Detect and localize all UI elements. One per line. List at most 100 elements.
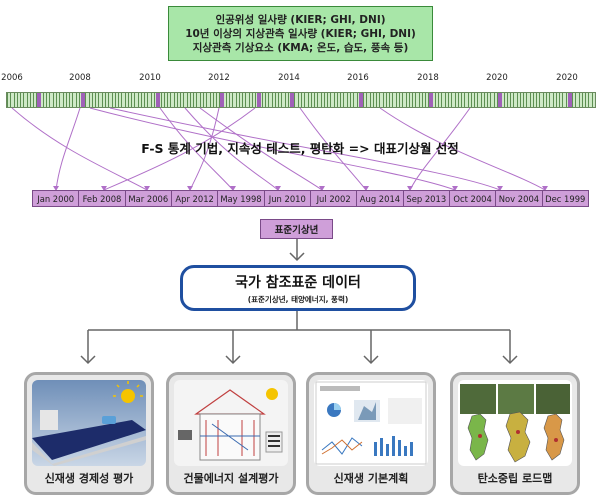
ruler-tick <box>105 93 106 107</box>
ruler-tick <box>196 93 197 107</box>
ruler-tick <box>513 93 514 107</box>
application-caption: 건물에너지 설계평가 <box>169 470 293 486</box>
ruler-tick <box>112 93 113 107</box>
ruler-tick <box>575 93 576 107</box>
method-description: F-S 통계 기법, 지속성 테스트, 평탄화 => 대표기상월 선정 <box>0 138 600 157</box>
ruler-tick <box>190 93 191 107</box>
ruler-tick <box>337 93 338 107</box>
ruler-tick <box>131 93 132 107</box>
ruler-tick <box>294 93 295 107</box>
ruler-tick <box>383 93 384 107</box>
month-cell: Jul 2002 <box>310 190 357 207</box>
ruler-tick <box>448 93 449 107</box>
ruler-tick <box>402 93 403 107</box>
ruler-tick <box>553 93 554 107</box>
ruler-tick <box>317 93 318 107</box>
ruler-tick <box>474 93 475 107</box>
ruler-tick <box>451 93 452 107</box>
ruler-tick <box>343 93 344 107</box>
ruler-tick <box>298 93 299 107</box>
ruler-tick <box>347 93 348 107</box>
ruler-tick <box>327 93 328 107</box>
building-energy-illustration <box>174 380 288 466</box>
ruler-tick <box>455 93 456 107</box>
ruler-tick <box>174 93 175 107</box>
ruler-tick <box>422 93 423 107</box>
ruler-tick <box>389 93 390 107</box>
ruler-tick <box>252 93 253 107</box>
typical-month-bar: Jan 2000 Feb 2008 Mar 2006 Apr 2012 May … <box>33 190 589 207</box>
ruler-tick <box>536 93 537 107</box>
ruler-tick <box>98 93 99 107</box>
source-line: 인공위성 일사량 (KIER; GHI, DNI) <box>215 13 385 27</box>
ruler-tick <box>481 93 482 107</box>
ruler-tick <box>530 93 531 107</box>
ruler-tick <box>210 93 211 107</box>
month-cell: Feb 2008 <box>78 190 125 207</box>
application-card-roadmap: 탄소중립 로드맵 <box>450 372 580 495</box>
ruler-tick <box>461 93 462 107</box>
ruler-tick <box>366 93 367 107</box>
ruler-tick <box>193 93 194 107</box>
selected-month-marker <box>568 93 572 107</box>
ruler-tick <box>579 93 580 107</box>
tmy-label: 표준기상년 <box>260 219 333 239</box>
ruler-tick <box>170 93 171 107</box>
ruler-tick <box>249 93 250 107</box>
ruler-tick <box>308 93 309 107</box>
ruler-tick <box>353 93 354 107</box>
ruler-tick <box>10 93 11 107</box>
ruler-tick <box>487 93 488 107</box>
ruler-tick <box>406 93 407 107</box>
ruler-tick <box>154 93 155 107</box>
solar-panel-illustration <box>32 380 146 466</box>
ruler-tick <box>213 93 214 107</box>
month-cell: Dec 1999 <box>542 190 589 207</box>
ruler-tick <box>115 93 116 107</box>
ruler-tick <box>376 93 377 107</box>
ruler-tick <box>128 93 129 107</box>
ruler-tick <box>229 93 230 107</box>
ruler-tick <box>471 93 472 107</box>
ruler-tick <box>415 93 416 107</box>
ruler-tick <box>324 93 325 107</box>
selected-month-marker <box>257 93 261 107</box>
selected-month-marker <box>498 93 502 107</box>
ruler-tick <box>490 93 491 107</box>
month-cell: Oct 2004 <box>449 190 496 207</box>
ruler-tick <box>468 93 469 107</box>
ruler-tick <box>526 93 527 107</box>
ruler-tick <box>33 93 34 107</box>
month-cell: Jan 2000 <box>32 190 79 207</box>
ruler-tick <box>63 93 64 107</box>
ruler-tick <box>510 93 511 107</box>
ruler-tick <box>588 93 589 107</box>
ruler-tick <box>151 93 152 107</box>
ruler-tick <box>373 93 374 107</box>
month-ruler <box>6 92 596 108</box>
korea-map-illustration <box>458 380 572 466</box>
ruler-tick <box>425 93 426 107</box>
ruler-tick <box>582 93 583 107</box>
year-label: 2006 <box>1 73 23 83</box>
report-chart-illustration <box>314 380 428 466</box>
ruler-tick <box>7 93 8 107</box>
ruler-tick <box>572 93 573 107</box>
ruler-tick <box>164 93 165 107</box>
ruler-tick <box>399 93 400 107</box>
ruler-tick <box>559 93 560 107</box>
ruler-tick <box>167 93 168 107</box>
year-label: 2016 <box>347 73 369 83</box>
year-label: 2008 <box>69 73 91 83</box>
ruler-tick <box>141 93 142 107</box>
database-subtitle: (표준기상년, 태양에너지, 풍력) <box>248 294 349 305</box>
ruler-tick <box>363 93 364 107</box>
ruler-tick <box>301 93 302 107</box>
month-cell: Mar 2006 <box>125 190 172 207</box>
ruler-tick <box>520 93 521 107</box>
selected-month-marker <box>37 93 41 107</box>
ruler-tick <box>144 93 145 107</box>
ruler-tick <box>17 93 18 107</box>
ruler-tick <box>494 93 495 107</box>
ruler-tick <box>533 93 534 107</box>
